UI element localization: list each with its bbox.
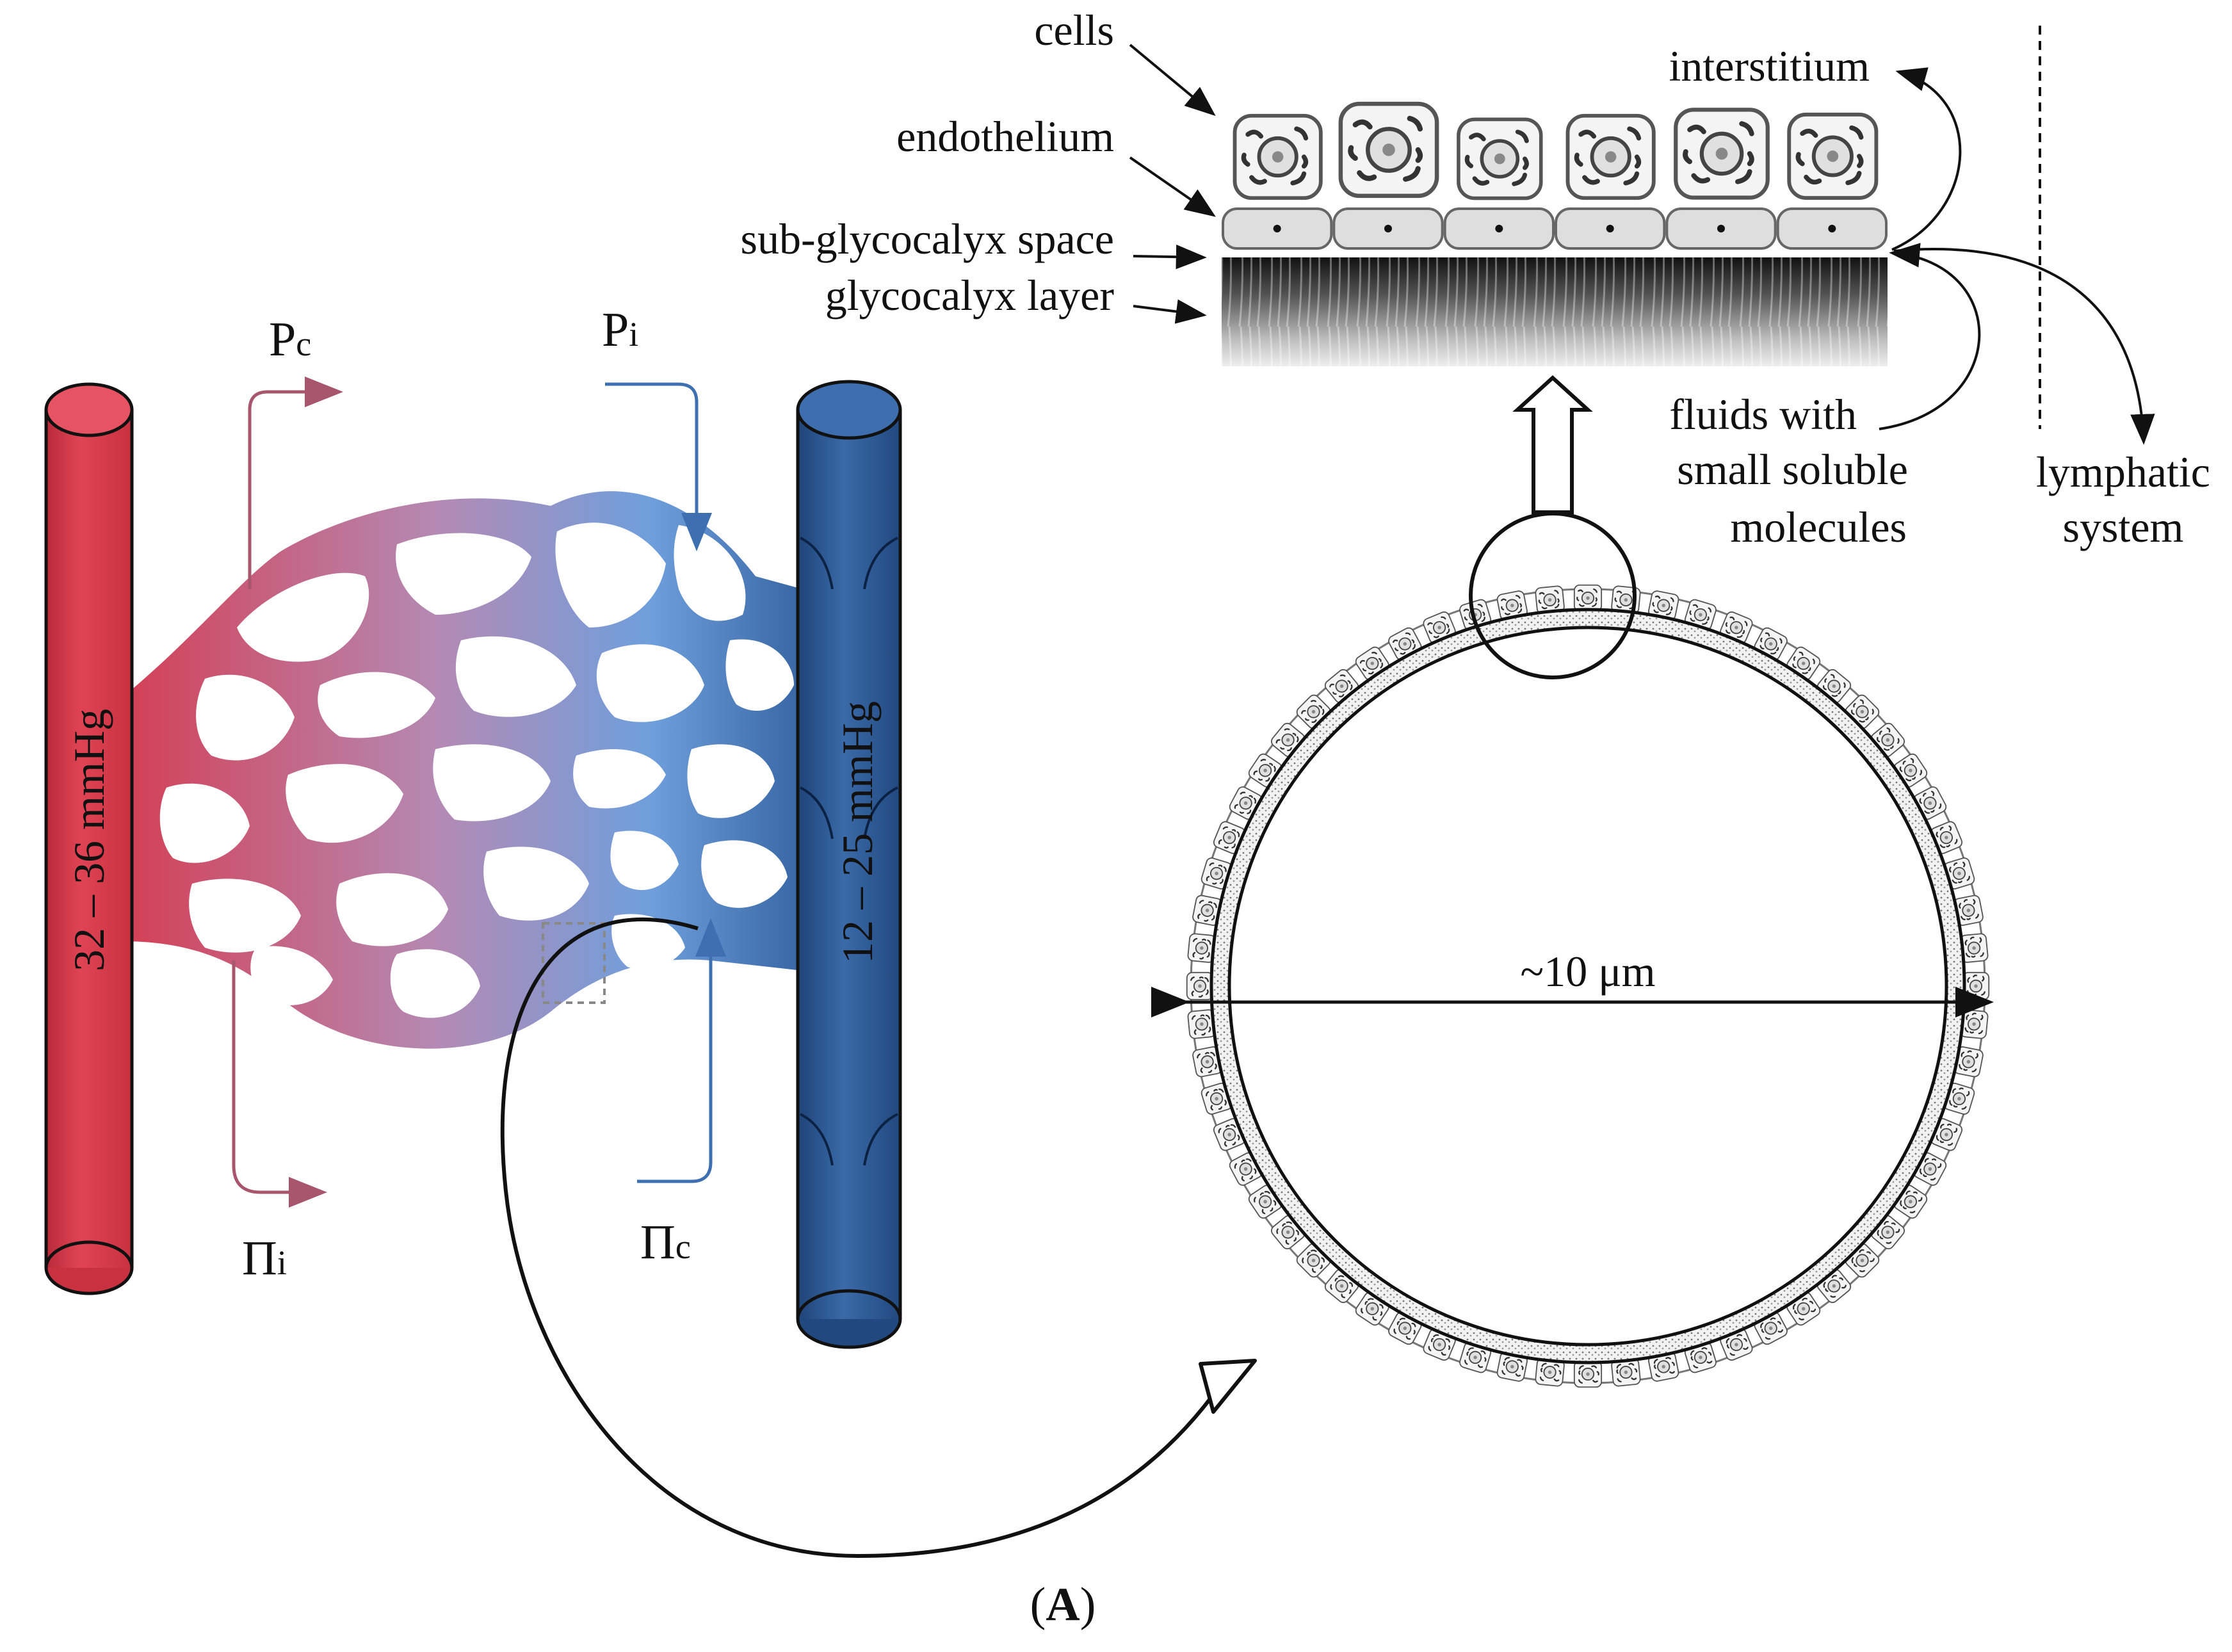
endothelial-nucleus (1828, 225, 1836, 232)
endothelial-nucleus (1606, 225, 1614, 232)
cells-label: cells (1034, 6, 1114, 54)
pc-label: Pc (269, 312, 311, 366)
lymphatic-label-line2: system (2063, 503, 2184, 551)
lumen (1227, 626, 1948, 1347)
cell-icon (1573, 1360, 1603, 1388)
endothelium-label: endothelium (896, 112, 1114, 161)
fluids-label-line3: molecules (1730, 503, 1907, 551)
sub-glycocalyx-pointer (1133, 245, 1207, 270)
lymphatic-label-line1: lymphatic (2036, 448, 2210, 496)
interstitium-label: interstitium (1669, 42, 1870, 90)
oi-arrow (232, 960, 327, 1208)
layer-detail (1222, 104, 1888, 366)
capillary-network-icon (122, 491, 826, 1049)
oi-label: Πi (242, 1231, 287, 1285)
cell-icon (1459, 119, 1541, 198)
glycocalyx-pointer (1133, 299, 1207, 324)
endothelium-row (1222, 207, 1888, 250)
cell-icon (1235, 116, 1321, 198)
endothelium-pointer (1129, 156, 1216, 217)
endothelial-nucleus (1273, 225, 1281, 232)
vein-icon (796, 380, 902, 1349)
pi-arrow (605, 382, 712, 551)
vein-pressure-label: 12 – 25 mmHg (833, 701, 882, 964)
zoom-arrow-icon (1512, 375, 1593, 514)
endothelial-nucleus (1384, 225, 1392, 232)
zoom-selection-box (542, 922, 606, 1004)
fluids-label-line1: fluids with (1669, 390, 1857, 439)
curved-arrow-head (1199, 1359, 1257, 1414)
glycocalyx-label: glycocalyx layer (825, 271, 1115, 320)
cell-icon (1962, 971, 1990, 1001)
cells-pointer (1129, 44, 1216, 117)
cell-icon (1568, 116, 1654, 198)
figure-caption: (A) (1030, 1578, 1096, 1631)
oc-label: Πc (640, 1215, 691, 1269)
diameter-label: ~10 μm (1520, 947, 1655, 996)
endothelial-nucleus (1717, 225, 1725, 232)
fluids-arrow (1879, 243, 1981, 430)
vein-valves (800, 537, 898, 1166)
fluids-label-line2: small soluble (1677, 445, 1908, 494)
cell-icon (1789, 115, 1876, 198)
curved-arrow-icon (500, 917, 1228, 1559)
cross-section: ~10 μm (1151, 584, 1994, 1388)
interstitium-arrow (1891, 67, 1962, 251)
artery-icon (44, 382, 134, 1295)
cell-icon (1573, 584, 1603, 612)
pc-arrow (248, 377, 343, 589)
cell-icon (1186, 971, 1214, 1001)
oc-arrow (637, 918, 726, 1183)
endothelial-nucleus (1495, 225, 1503, 232)
artery-pressure-label: 32 – 36 mmHg (65, 709, 113, 971)
cell-icon (1341, 104, 1437, 196)
pi-label: Pi (602, 303, 638, 357)
lymphatic-arrow (1893, 248, 2155, 445)
cell-icon (1676, 109, 1768, 197)
cell-row (1235, 104, 1877, 198)
sub-glycocalyx-label: sub-glycocalyx space (741, 215, 1114, 263)
